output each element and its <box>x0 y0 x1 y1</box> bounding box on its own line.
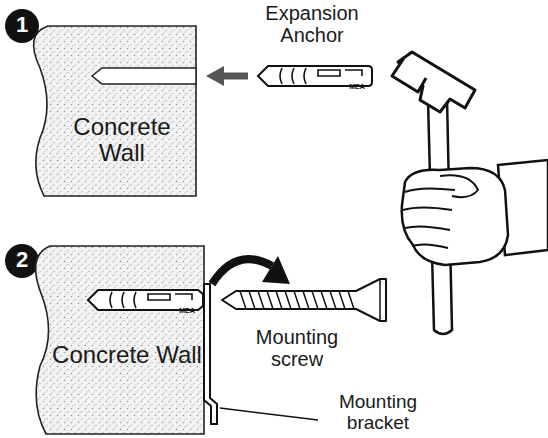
screw-thread <box>330 291 336 309</box>
screw-thread <box>285 291 291 309</box>
concrete-wall: Concrete Wall <box>0 246 210 434</box>
wall-label-box: Concrete Wall <box>48 114 196 167</box>
finger-lines <box>403 188 455 248</box>
screw-thread <box>303 291 309 309</box>
screw-thread <box>312 291 318 309</box>
curved-arrow <box>212 259 272 284</box>
wall-section <box>36 246 204 434</box>
screw-thread <box>240 291 246 309</box>
label-box: MEA <box>342 75 372 93</box>
label-box: 2 <box>5 248 39 272</box>
thumb <box>440 175 478 197</box>
part-label: Mounting bracket <box>318 392 438 434</box>
mounting-bracket <box>204 284 217 424</box>
curved-arrowhead <box>262 256 290 284</box>
mounting-screw <box>222 279 386 321</box>
leader-line <box>220 408 318 420</box>
wall-outline <box>0 26 200 196</box>
wall-section <box>34 26 196 196</box>
screw-thread <box>339 291 345 309</box>
wall-label: Concrete Wall <box>52 342 202 368</box>
wall-label: Concrete Wall <box>48 114 196 167</box>
screw-thread <box>321 291 327 309</box>
wall-label-box: Concrete Wall <box>52 342 202 368</box>
callout-number: 1 <box>16 13 28 37</box>
part-label: Mounting screw <box>236 326 358 370</box>
callout-circle <box>5 244 39 278</box>
wall-outline <box>0 246 210 434</box>
callout-number: 2 <box>16 248 28 272</box>
push-arrow <box>222 73 248 80</box>
screw-thread <box>294 291 300 309</box>
screw-thread <box>267 291 273 309</box>
concrete-wall: Concrete Wall <box>0 26 200 196</box>
brand-mark: MEA <box>349 83 365 91</box>
drilled-hole <box>92 68 196 84</box>
screw-thread <box>276 291 282 309</box>
screw-thread <box>348 291 354 309</box>
label-box: Mounting bracket <box>318 392 438 434</box>
label-box: 1 <box>5 13 39 37</box>
fist <box>402 168 508 265</box>
screw-thread <box>249 291 255 309</box>
brand-mark: MEA <box>179 307 195 315</box>
label-box: Mounting screw <box>236 326 358 370</box>
label-box: Expansion Anchor <box>246 2 378 46</box>
screw-thread <box>258 291 264 309</box>
part-label: Expansion Anchor <box>246 2 378 46</box>
hammer-face <box>392 58 426 92</box>
push-arrowhead <box>206 66 224 86</box>
label-box: MEA <box>172 299 202 317</box>
